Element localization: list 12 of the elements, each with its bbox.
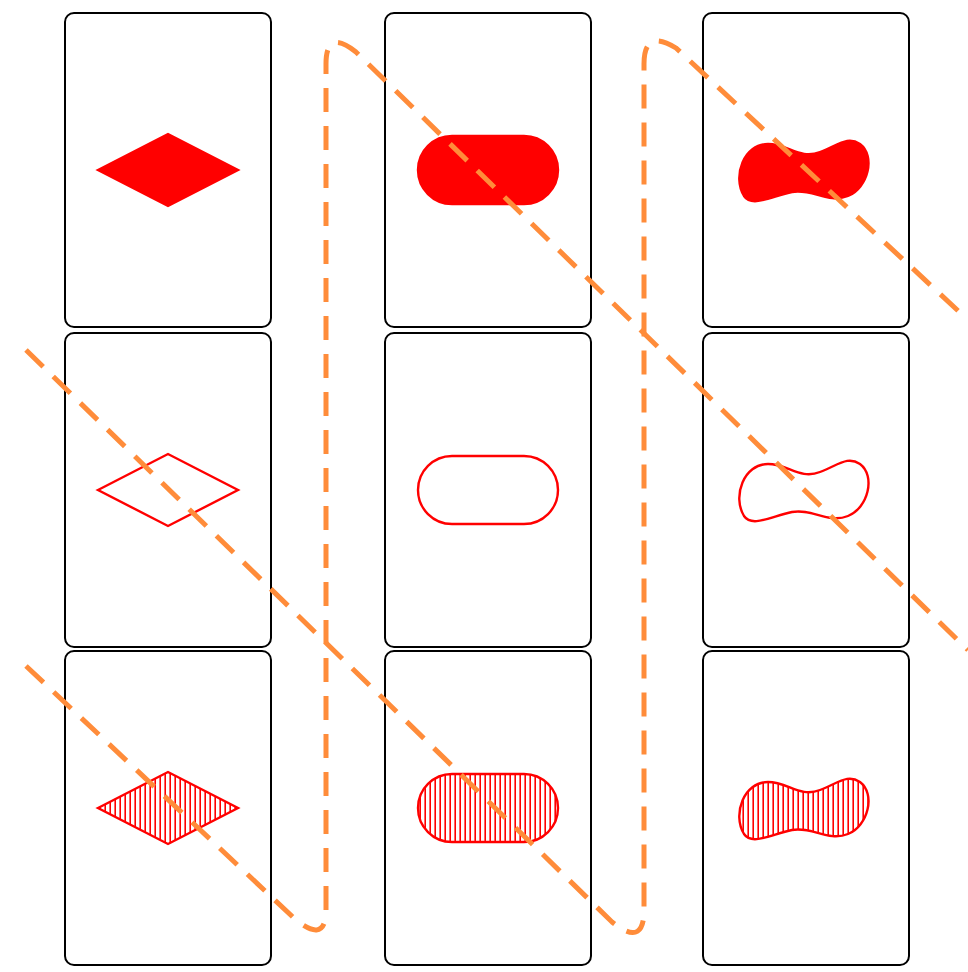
card (64, 332, 272, 648)
card (702, 332, 910, 648)
card (702, 650, 910, 966)
diamond-symbol (94, 132, 242, 208)
card (64, 12, 272, 328)
card (64, 650, 272, 966)
card (384, 332, 592, 648)
card (384, 650, 592, 966)
diamond-symbol (94, 452, 242, 528)
diamond-symbol (94, 770, 242, 846)
card (702, 12, 910, 328)
card (384, 12, 592, 328)
